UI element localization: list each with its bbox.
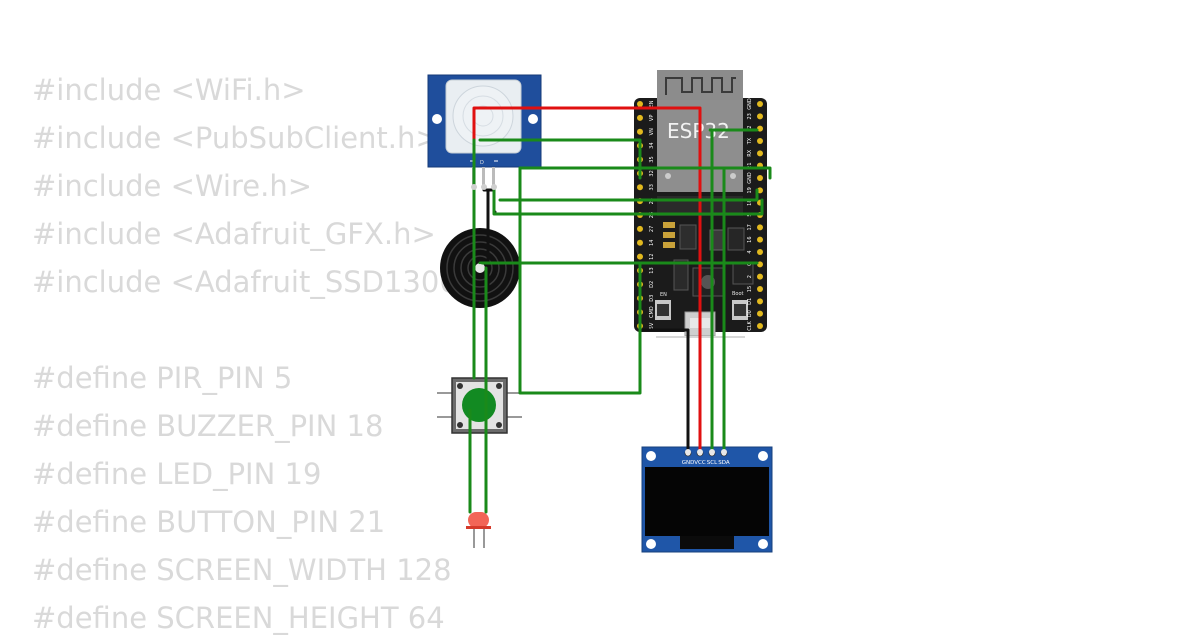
esp32-left-pin-vp[interactable] (637, 114, 643, 121)
esp32-right-pin-4[interactable] (757, 249, 763, 255)
esp32-right-pin-label: D1 (747, 298, 753, 305)
wire-buzzer-to-esp (478, 138, 642, 180)
code-line: #include <Adafruit_GFX.h> (32, 217, 436, 251)
esp32-left-pin-label: 33 (649, 184, 655, 190)
oled-pin-label: GND (682, 460, 695, 466)
code-line: #define PIR_PIN 5 (32, 361, 293, 395)
esp32-right-pin-label: 21 (747, 162, 753, 168)
esp32-left-pin-label: 27 (649, 226, 655, 232)
esp32-right-pin-clk[interactable] (757, 323, 763, 329)
code-line: #define BUTTON_PIN 21 (32, 505, 386, 539)
esp32-right-pin-15[interactable] (757, 286, 763, 292)
esp32-left-pin-label: 35 (649, 156, 655, 162)
esp32-left-pin-label: VP (649, 115, 655, 121)
esp32-left-pin-label: 32 (649, 170, 655, 176)
esp32-left-pin-en[interactable] (637, 101, 643, 107)
esp32-right-pin-label: 19 (747, 187, 753, 193)
wire-button (518, 166, 759, 395)
wire-endpoints (471, 184, 727, 455)
oled-screen (645, 467, 769, 536)
esp32-left-pin-vn[interactable] (637, 128, 643, 135)
buzzer[interactable] (440, 228, 520, 322)
esp32-right-pin-0[interactable] (757, 261, 763, 268)
wire-led-to-esp (498, 188, 759, 202)
esp32-right-pin-d1[interactable] (757, 298, 763, 305)
esp32-right-pin-22[interactable] (757, 125, 763, 132)
wire-sda (722, 166, 742, 454)
esp32-left-pin-label: VN (649, 128, 655, 135)
esp32-right-pin-label: 16 (747, 236, 753, 242)
esp32-left-pin-label: 12 (649, 253, 655, 259)
esp32-right-pin-rx[interactable] (757, 150, 763, 157)
code-line: #define SCREEN_WIDTH 128 (32, 553, 452, 587)
code-line: #include <PubSubClient.h> (32, 121, 440, 155)
wire-button-to-esp (518, 166, 772, 180)
esp32-left-pin-label: 14 (649, 240, 655, 246)
esp32-left-pin-label: CMD (649, 306, 655, 318)
esp32-right-pin-label: GND (747, 98, 753, 110)
oled-pin-label: SCL (707, 460, 718, 466)
esp32-right-pin-label: TX (747, 137, 753, 145)
esp32-left-pin-12[interactable] (637, 253, 643, 260)
push-button[interactable] (437, 377, 522, 434)
code-line: #include <Wire.h> (32, 169, 313, 203)
oled-pin-label: SDA (718, 460, 730, 466)
esp32-right-pin-23[interactable] (757, 113, 763, 120)
code-line: #define LED_PIN 19 (32, 457, 322, 491)
code-line: #define BUZZER_PIN 18 (32, 409, 384, 443)
esp32-left-pin-label: D3 (649, 295, 655, 302)
esp32-left-pin-label: 5V (649, 322, 655, 329)
esp32-right-pin-label: 4 (747, 250, 753, 253)
esp32-right-pin-label: GND (747, 172, 753, 184)
esp32-right-pin-label: 17 (747, 224, 753, 230)
esp32-right-pin-gnd[interactable] (757, 175, 763, 181)
esp32-right-pin-17[interactable] (757, 224, 763, 231)
esp32-right-pin-label: CLK (747, 321, 753, 331)
esp32-right-pin-d0[interactable] (757, 310, 763, 317)
esp32-right-pin-label: RX (747, 149, 753, 156)
esp32-right-pin-label: 23 (747, 113, 753, 119)
en-button-label: EN (660, 292, 667, 298)
esp32-right-pin-gnd[interactable] (757, 101, 763, 107)
esp32-left-pin-14[interactable] (637, 239, 643, 246)
esp32-left-pin-27[interactable] (637, 225, 643, 232)
esp32-left-pin-label: D2 (649, 281, 655, 288)
code-line: #define SCREEN_HEIGHT 64 (32, 601, 445, 635)
pir-sensor[interactable]: D (427, 74, 542, 189)
esp32-right-pin-16[interactable] (757, 236, 763, 243)
boot-button-label: Boot (732, 291, 744, 297)
code-line: #include <WiFi.h> (32, 73, 306, 107)
esp32-right-pin-label: 18 (747, 199, 753, 205)
esp32-right-pin-label: 2 (747, 275, 753, 278)
esp32-left-pin-33[interactable] (637, 184, 643, 191)
esp32-left-pin-label: 13 (649, 267, 655, 273)
red-led[interactable] (466, 512, 491, 548)
esp32-left-pin-label: EN (649, 100, 655, 107)
esp32-right-pin-2[interactable] (757, 273, 763, 280)
esp32-left-pin-label: 34 (649, 142, 655, 148)
esp32-right-pin-label: 15 (747, 286, 753, 292)
pir-pin-label: D (480, 160, 484, 166)
code-editor-background: #include <WiFi.h> #include <PubSubClient.… (32, 66, 510, 642)
oled-pin-label: VCC (694, 460, 706, 466)
wire-pir-signal (492, 185, 764, 216)
esp32-right-pin-label: D0 (747, 310, 753, 317)
wires (468, 106, 772, 514)
esp32-right-pin-tx[interactable] (757, 138, 763, 144)
